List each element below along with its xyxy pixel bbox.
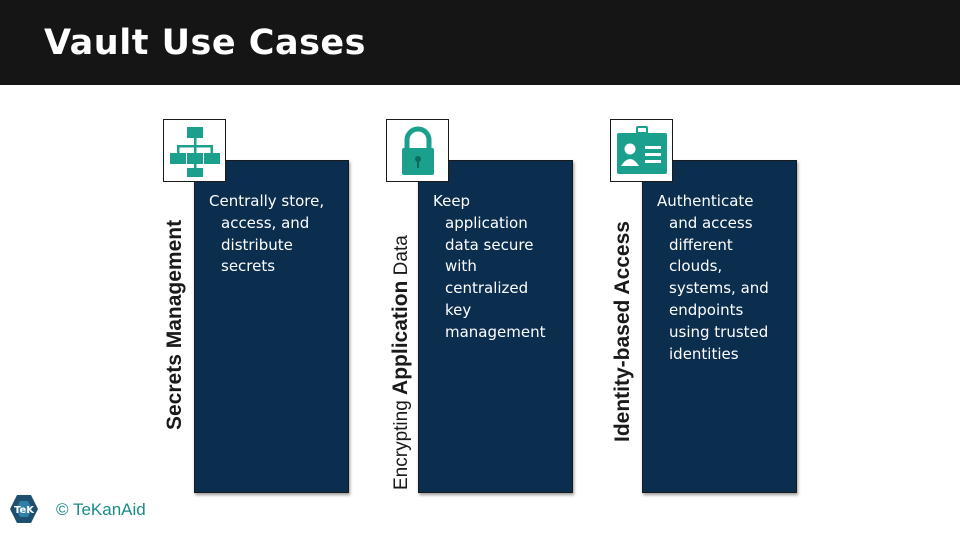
tekanaid-logo-icon: TeK xyxy=(10,495,38,523)
card-label-encrypting-application-data: Encrypting Application Data xyxy=(389,235,412,490)
copyright-text: © TeKanAid xyxy=(56,500,146,519)
card-secrets-management: Centrally store, access, and distribute … xyxy=(194,160,349,493)
lock-icon-box xyxy=(386,119,449,182)
header-bar: Vault Use Cases xyxy=(0,0,960,85)
id-card-icon xyxy=(616,125,667,174)
card-description: Keep application data secure with centra… xyxy=(433,192,546,341)
card-description: Centrally store, access, and distribute … xyxy=(209,192,325,276)
card-encrypting-application-data: Keep application data secure with centra… xyxy=(418,160,573,493)
hierarchy-icon xyxy=(169,126,220,177)
svg-text:TeK: TeK xyxy=(14,505,35,516)
lock-icon xyxy=(401,126,434,175)
tekanaid-logo: TeK xyxy=(6,492,42,526)
id-card-icon-box xyxy=(610,119,673,182)
hierarchy-icon-box xyxy=(163,119,226,182)
card-label-identity-based-access: Identity-based Access xyxy=(611,221,634,442)
card-identity-based-access: Authenticate and access different clouds… xyxy=(642,160,797,493)
card-label-secrets-management: Secrets Management xyxy=(163,219,186,430)
page-title: Vault Use Cases xyxy=(44,23,367,63)
card-description: Authenticate and access different clouds… xyxy=(657,192,769,363)
